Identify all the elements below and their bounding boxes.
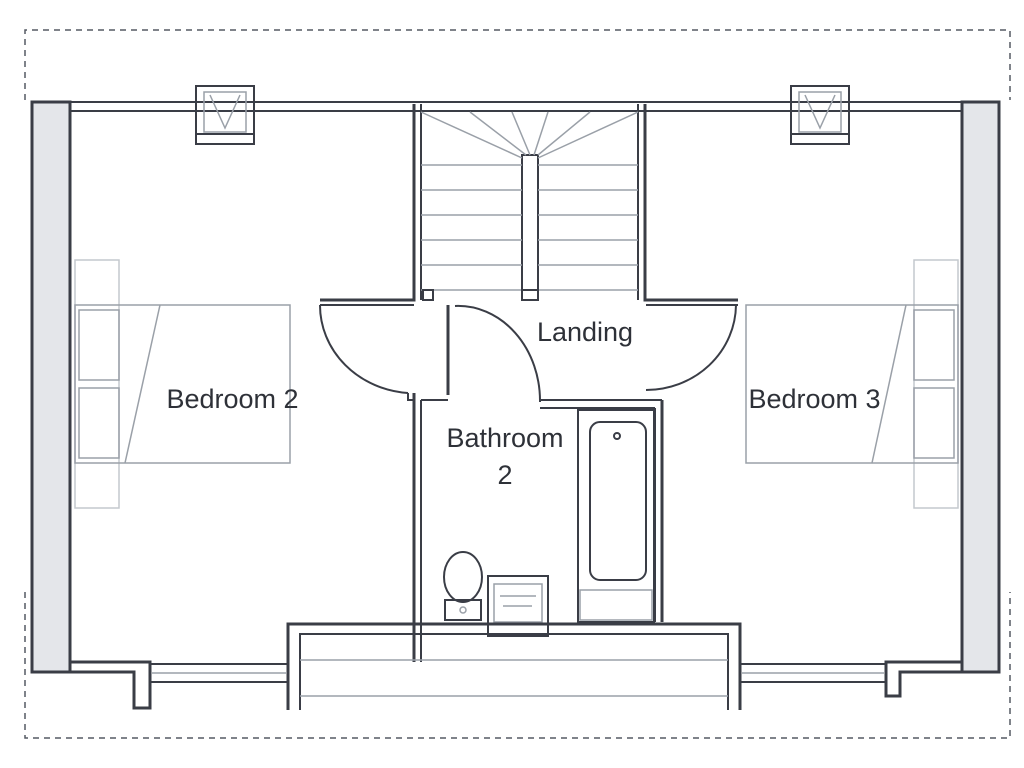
washbasin xyxy=(487,575,549,637)
room-label-bathroom-2: Bathroom xyxy=(446,423,564,453)
bottom-wall-left xyxy=(32,660,289,710)
roof-window-left xyxy=(195,85,255,145)
staircase xyxy=(320,104,738,302)
room-label-bedroom-3: Bedroom 3 xyxy=(748,384,881,414)
right-outer-wall xyxy=(960,100,1001,674)
bottom-wall-right xyxy=(739,660,999,698)
door-bedroom-3 xyxy=(645,304,738,391)
roof-outline-top xyxy=(24,29,1011,100)
roof-window-right xyxy=(790,85,850,145)
wall-left-of-door xyxy=(407,393,414,401)
bathtub xyxy=(577,409,655,623)
wall-bathroom-top xyxy=(421,399,662,409)
bed-bedroom-2 xyxy=(74,259,291,509)
room-label-bedroom-2: Bedroom 2 xyxy=(166,384,299,414)
roof-outline-bottom xyxy=(24,592,1011,739)
toilet xyxy=(443,551,483,621)
left-outer-wall xyxy=(30,100,72,674)
room-label-bathroom-2-number: 2 xyxy=(497,460,513,490)
bed-bedroom-3 xyxy=(745,259,959,509)
door-bathroom-2 xyxy=(446,304,542,403)
top-wall xyxy=(69,101,963,112)
room-label-landing: Landing xyxy=(536,317,634,347)
door-bedroom-2 xyxy=(318,304,414,394)
